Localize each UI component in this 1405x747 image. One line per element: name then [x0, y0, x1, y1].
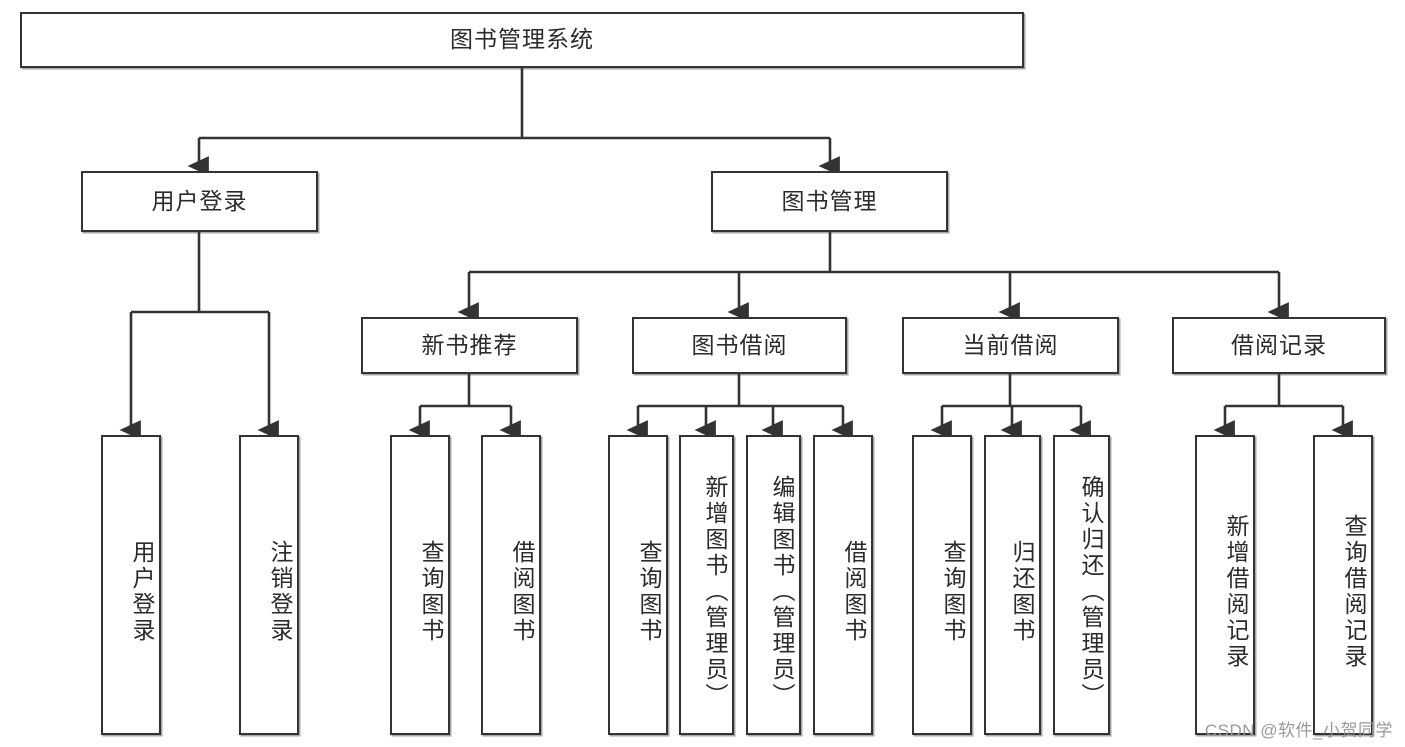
node-label: 图书管理系统 — [450, 26, 594, 53]
node-leaf-query-book-current[interactable]: 查询图书 — [912, 435, 972, 735]
node-label: 图书管理 — [781, 187, 878, 214]
node-label: 用户登录 — [151, 187, 248, 214]
node-leaf-add-book-admin[interactable]: 新增图书（管理员） — [679, 435, 734, 735]
node-leaf-user-login[interactable]: 用户登录 — [101, 435, 161, 735]
node-label: 查询图书 — [418, 540, 444, 644]
node-label: 查询图书 — [636, 540, 662, 644]
node-leaf-query-book-borrow[interactable]: 查询图书 — [608, 435, 668, 735]
node-book-borrow[interactable]: 图书借阅 — [632, 317, 847, 374]
node-leaf-add-borrow-record[interactable]: 新增借阅记录 — [1195, 435, 1255, 735]
node-label: 注销登录 — [267, 540, 293, 644]
node-label: 用户登录 — [129, 540, 155, 644]
node-label: 归还图书 — [1009, 540, 1035, 644]
node-book-manage[interactable]: 图书管理 — [711, 171, 948, 232]
node-root-system[interactable]: 图书管理系统 — [20, 12, 1024, 68]
node-leaf-return-book[interactable]: 归还图书 — [984, 435, 1041, 735]
node-label: 借阅图书 — [841, 540, 867, 644]
node-label: 新增图书（管理员） — [702, 475, 728, 709]
node-leaf-logout[interactable]: 注销登录 — [239, 435, 299, 735]
watermark-text: CSDN @软件_小贺同学 — [1204, 721, 1393, 740]
node-label: 图书借阅 — [691, 331, 788, 358]
node-label: 新书推荐 — [421, 331, 518, 358]
node-label: 查询图书 — [940, 540, 966, 644]
node-label: 借阅记录 — [1231, 331, 1327, 358]
node-leaf-confirm-return-admin[interactable]: 确认归还（管理员） — [1053, 435, 1110, 735]
node-leaf-query-borrow-record[interactable]: 查询借阅记录 — [1313, 435, 1373, 735]
node-label: 当前借阅 — [962, 331, 1059, 358]
node-leaf-borrow-book[interactable]: 借阅图书 — [813, 435, 873, 735]
node-label: 借阅图书 — [509, 540, 535, 644]
node-label: 新增借阅记录 — [1223, 514, 1249, 670]
node-leaf-edit-book-admin[interactable]: 编辑图书（管理员） — [746, 435, 801, 735]
node-label: 确认归还（管理员） — [1078, 475, 1104, 709]
node-borrow-record[interactable]: 借阅记录 — [1172, 317, 1386, 374]
node-label: 查询借阅记录 — [1341, 514, 1367, 670]
node-label: 编辑图书（管理员） — [769, 475, 795, 709]
node-user-login[interactable]: 用户登录 — [81, 171, 318, 232]
node-new-book-recommendation[interactable]: 新书推荐 — [361, 317, 578, 374]
node-leaf-borrow-book-recommendation[interactable]: 借阅图书 — [481, 435, 541, 735]
node-leaf-query-book-recommendation[interactable]: 查询图书 — [390, 435, 450, 735]
node-current-borrow[interactable]: 当前借阅 — [902, 317, 1119, 374]
